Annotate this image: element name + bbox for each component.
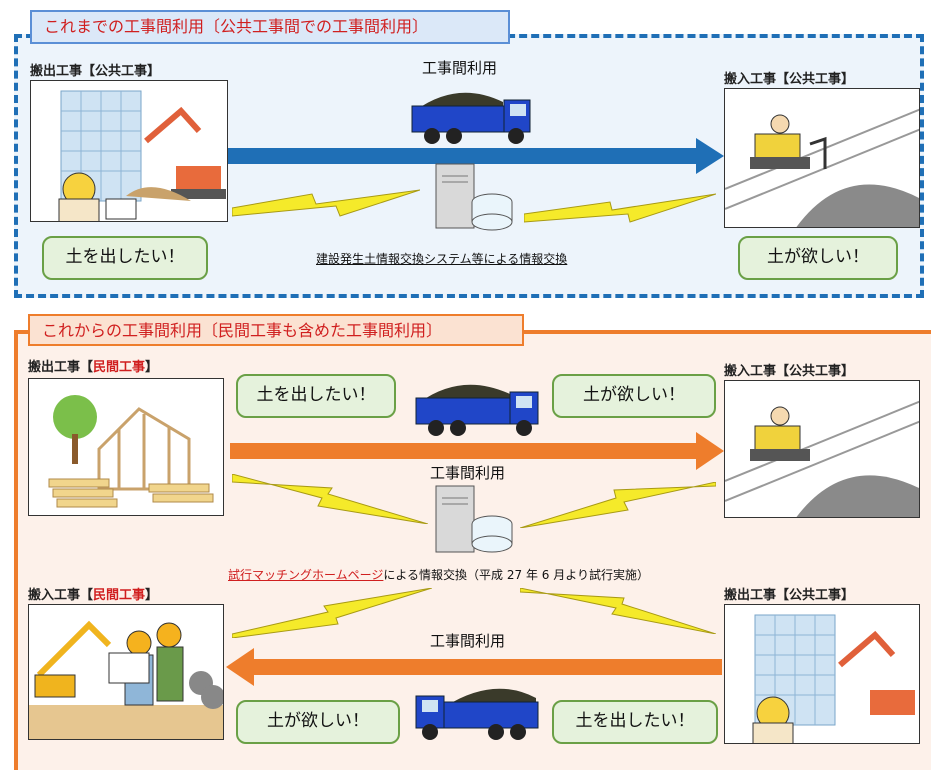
current-usage-section-edge [918, 34, 924, 298]
lightning-bolt-icon [524, 193, 716, 223]
demolition-site-icon [30, 80, 228, 222]
lightning-bolt-icon [232, 474, 428, 524]
workers-excavator-icon [28, 604, 224, 740]
lightning-bolt-icon [232, 588, 432, 638]
future-row2-dest-bubble: 土が欲しい！ [236, 700, 400, 744]
current-flow-label: 工事間利用 [422, 59, 498, 77]
dump-truck-icon [415, 688, 539, 740]
future-row1-source-bubble: 土を出したい！ [236, 374, 396, 418]
flow-arrow-right-orange [230, 432, 724, 470]
matching-caption: 試行マッチングホームページによる情報交換（平成 27 年 6 月より試行実施） [228, 568, 649, 582]
current-system-caption: 建設発生土情報交換システム等による情報交換 [316, 252, 568, 266]
flow-arrow-left-orange [226, 648, 722, 686]
future-row1-dest-label: 搬入工事【公共工事】 [724, 364, 855, 379]
dump-truck-icon [411, 92, 531, 144]
flow-arrow-right-blue [228, 138, 724, 174]
current-dest-bubble: 土が欲しい！ [738, 236, 898, 280]
current-dest-label: 搬入工事【公共工事】 [724, 72, 855, 87]
future-row1-flow-label: 工事間利用 [430, 464, 506, 482]
current-usage-title: これまでの工事間利用〔公共工事間での工事間利用〕 [30, 10, 510, 44]
server-database-icon [435, 163, 513, 231]
bulldozer-site-icon [724, 88, 920, 228]
bulldozer-site-icon [724, 380, 920, 518]
matching-homepage-link[interactable]: 試行マッチングホームページ [228, 568, 384, 582]
lightning-bolt-icon [520, 482, 716, 528]
future-row2-flow-label: 工事間利用 [430, 632, 506, 650]
future-usage-title: これからの工事間利用〔民間工事も含めた工事間利用〕 [28, 314, 524, 346]
current-source-bubble: 土を出したい！ [42, 236, 208, 280]
server-database-icon [435, 485, 513, 553]
future-row2-source-bubble: 土を出したい！ [552, 700, 718, 744]
lightning-bolt-icon [232, 189, 420, 217]
demolition-site-icon [724, 604, 920, 744]
future-row2-source-label: 搬出工事【公共工事】 [724, 588, 855, 603]
current-source-label: 搬出工事【公共工事】 [30, 64, 161, 79]
dump-truck-icon [415, 384, 539, 436]
future-row1-source-label: 搬出工事【民間工事】 [28, 360, 159, 375]
wood-frame-house-icon [28, 378, 224, 516]
future-row2-dest-label: 搬入工事【民間工事】 [28, 588, 159, 603]
lightning-bolt-icon [520, 588, 716, 634]
future-row1-dest-bubble: 土が欲しい！ [552, 374, 716, 418]
